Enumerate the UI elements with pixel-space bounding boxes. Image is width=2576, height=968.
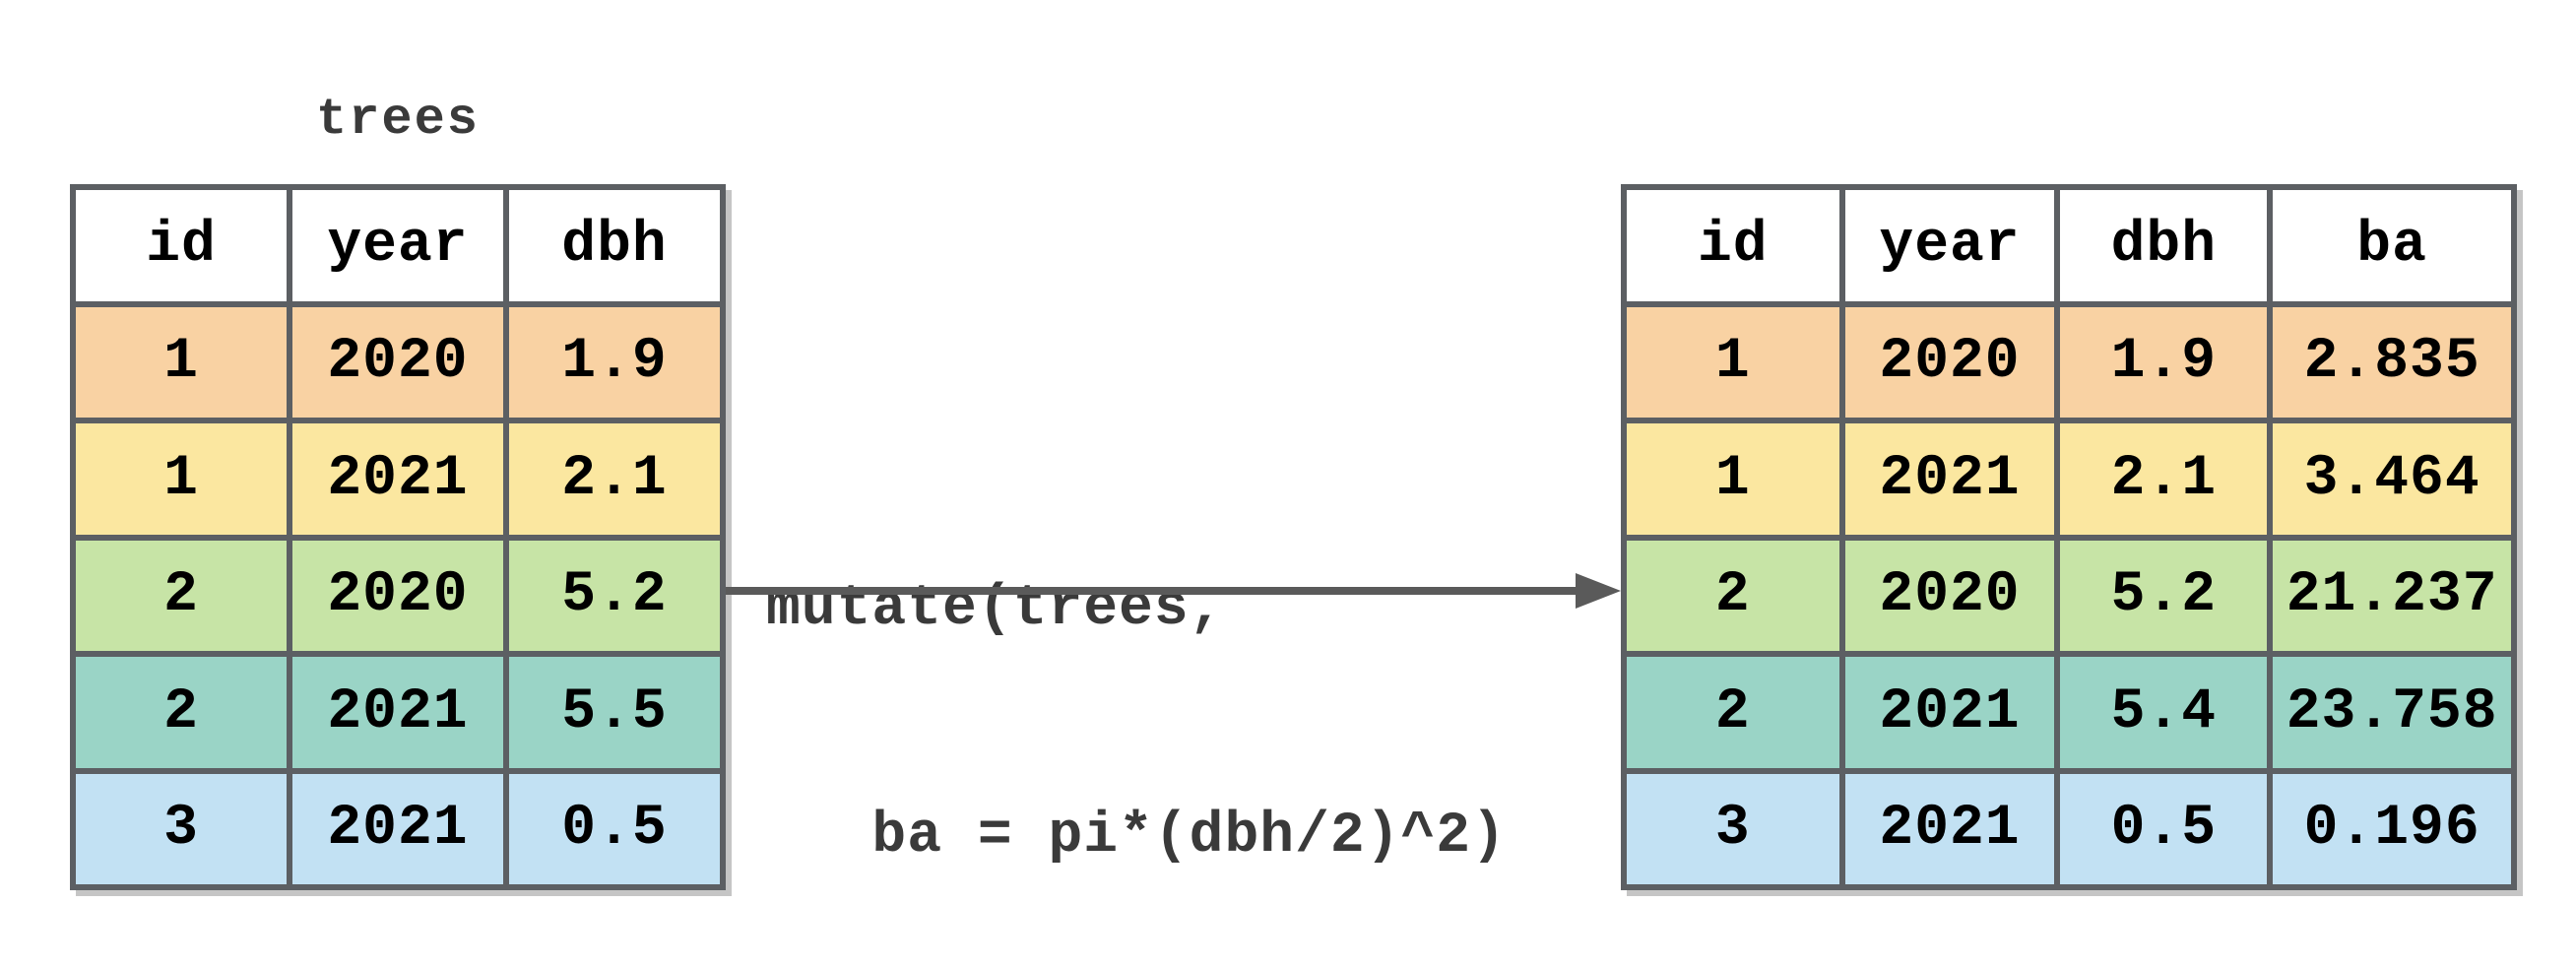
table-cell: 2020 [292, 540, 509, 651]
table-cell: 2021 [1845, 773, 2061, 884]
table-cell: 2 [76, 657, 292, 768]
header-cell-year: year [1845, 190, 2061, 301]
table-cell: 1 [1627, 306, 1845, 418]
arrow-right-icon [1576, 573, 1621, 609]
table-cell: 2020 [1845, 306, 2061, 418]
table-cell: 0.196 [2303, 797, 2480, 862]
table-row: 1 2021 2.1 [76, 423, 720, 541]
table-row: 1 2021 2.1 3.464 [1627, 423, 2511, 541]
table-cell: 5.5 [561, 679, 668, 744]
table-cell: 0.5 [2060, 773, 2274, 884]
table-cell: 5.2 [561, 563, 668, 628]
table-row: 2 2021 5.5 [76, 657, 720, 774]
header-cell-id: id [76, 190, 292, 301]
table-cell: 3 [1627, 773, 1845, 884]
table-cell: 2.1 [2060, 423, 2274, 535]
table-cell: 21.237 [2286, 563, 2498, 628]
header-cell-id: id [1627, 190, 1845, 301]
left-table: id year dbh 1 2020 1.9 1 2021 2.1 2 2020… [70, 184, 726, 890]
arrow-line [726, 587, 1578, 595]
table-cell: 3 [76, 773, 292, 884]
right-table-header-row: id year dbh ba [1627, 190, 2511, 307]
table-cell: 1 [76, 306, 292, 418]
table-row: 2 2020 5.2 21.237 [1627, 540, 2511, 657]
right-table: id year dbh ba 1 2020 1.9 2.835 1 2021 2… [1621, 184, 2517, 890]
table-row: 1 2020 1.9 [76, 306, 720, 423]
header-cell-dbh: dbh [2060, 190, 2274, 301]
table-cell: 5.2 [2060, 540, 2274, 651]
table-cell: 1 [1627, 423, 1845, 535]
table-cell: 1.9 [2060, 306, 2274, 418]
header-cell-dbh: dbh [561, 213, 668, 278]
table-cell: 2.1 [561, 446, 668, 511]
table-cell: 2020 [292, 306, 509, 418]
table-cell: 1 [76, 423, 292, 535]
table-cell: 2021 [1845, 423, 2061, 535]
left-table-title: trees [315, 91, 481, 149]
header-cell-year: year [292, 190, 509, 301]
header-cell-ba: ba [2356, 213, 2427, 278]
table-cell: 2 [1627, 540, 1845, 651]
table-cell: 5.4 [2060, 657, 2274, 768]
mutate-code-line2: ba = pi*(dbh/2)^2) [766, 805, 1507, 869]
table-cell: 2021 [292, 423, 509, 535]
table-cell: 2021 [292, 657, 509, 768]
table-cell: 2021 [292, 773, 509, 884]
table-row: 2 2020 5.2 [76, 540, 720, 657]
table-cell: 2.835 [2303, 330, 2480, 395]
mutate-code: mutate(trees, ba = pi*(dbh/2)^2) [766, 419, 1507, 968]
table-cell: 2 [76, 540, 292, 651]
table-cell: 2020 [1845, 540, 2061, 651]
table-row: 1 2020 1.9 2.835 [1627, 306, 2511, 423]
table-row: 2 2021 5.4 23.758 [1627, 657, 2511, 774]
table-cell: 0.5 [561, 797, 668, 862]
table-cell: 3.464 [2303, 446, 2480, 511]
table-cell: 2021 [1845, 657, 2061, 768]
table-row: 3 2021 0.5 0.196 [1627, 773, 2511, 884]
table-row: 3 2021 0.5 [76, 773, 720, 884]
table-cell: 1.9 [561, 330, 668, 395]
table-cell: 23.758 [2286, 679, 2498, 744]
left-table-header-row: id year dbh [76, 190, 720, 307]
mutate-code-line1: mutate(trees, [766, 577, 1225, 641]
table-cell: 2 [1627, 657, 1845, 768]
